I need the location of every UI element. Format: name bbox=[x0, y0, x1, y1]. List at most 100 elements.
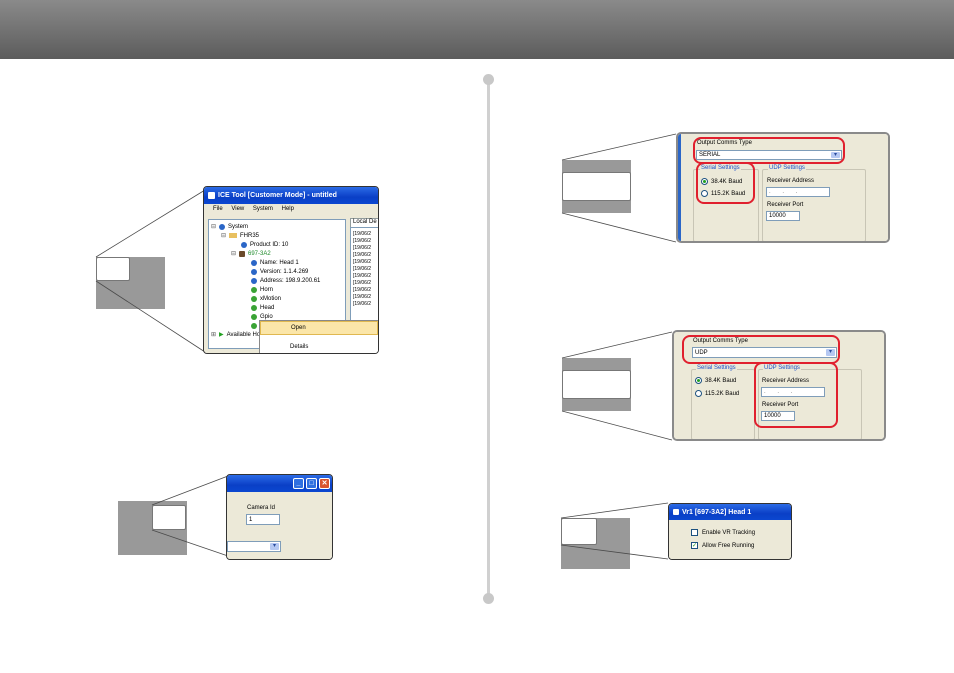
callout-label-box bbox=[561, 518, 597, 545]
log-line: [19/06/2 bbox=[353, 294, 372, 300]
output-comms-label: Output Comms Type bbox=[693, 338, 748, 344]
ice-tool-body: ⊟System ⊟FHR35 Product ID: 10 ⊟697-3A2 N… bbox=[204, 215, 378, 353]
collapse-icon: ⊟ bbox=[221, 233, 227, 239]
receiver-address-label: Receiver Address bbox=[767, 178, 815, 184]
globe-icon bbox=[219, 223, 225, 230]
udp-settings-group bbox=[762, 169, 866, 241]
camera-select[interactable]: ▾ bbox=[227, 541, 281, 552]
receiver-port-input[interactable]: 10000 bbox=[766, 211, 800, 221]
tree-item-name[interactable]: Name: Head 1 bbox=[251, 258, 299, 267]
enable-vr-checkbox[interactable] bbox=[691, 529, 698, 536]
log-line: [19/06/2 bbox=[353, 231, 372, 237]
allow-free-label: Allow Free Running bbox=[702, 543, 755, 549]
log-line: [19/06/2 bbox=[353, 273, 372, 279]
tree-item-address[interactable]: Address: 198.9.200.61 bbox=[251, 276, 320, 285]
baud-38-radio[interactable] bbox=[695, 377, 702, 384]
maximize-icon[interactable]: □ bbox=[306, 478, 317, 489]
output-comms-label: Output Comms Type bbox=[697, 140, 752, 146]
callout-label-box bbox=[96, 257, 130, 281]
app-icon bbox=[208, 192, 215, 199]
tree-item-product-id[interactable]: Product ID: 10 bbox=[241, 240, 288, 249]
menu-bar: File View System Help bbox=[204, 204, 378, 215]
app-icon bbox=[673, 509, 679, 515]
panel-edge bbox=[678, 134, 681, 241]
camera-dialog-body: Camera Id 1 ▾ bbox=[227, 492, 332, 559]
menu-view[interactable]: View bbox=[231, 206, 245, 212]
log-line: [19/06/2 bbox=[353, 266, 372, 272]
ice-tool-titlebar: ICE Tool [Customer Mode] - untitled bbox=[204, 187, 378, 204]
baud-115-radio[interactable] bbox=[695, 390, 702, 397]
tree-item-headitem[interactable]: Head bbox=[251, 303, 274, 312]
module-icon bbox=[251, 304, 257, 311]
udp-settings-group bbox=[758, 369, 862, 439]
chevron-down-icon[interactable]: ▾ bbox=[831, 152, 840, 158]
menu-help[interactable]: Help bbox=[281, 206, 294, 212]
context-menu-details[interactable]: Details bbox=[290, 344, 309, 350]
log-line: [19/06/2 bbox=[353, 301, 372, 307]
baud-38-label: 38.4K Baud bbox=[711, 179, 743, 185]
camera-id-input[interactable]: 1 bbox=[246, 514, 280, 525]
header-band bbox=[0, 0, 954, 59]
camera-icon bbox=[239, 250, 245, 257]
minimize-icon[interactable]: _ bbox=[293, 478, 304, 489]
camera-dialog: _ □ ✕ Camera Id 1 ▾ bbox=[226, 474, 333, 560]
ice-tool-title: ICE Tool [Customer Mode] - untitled bbox=[218, 192, 337, 199]
udp-panel-face: Output Comms Type UDP ▾ Serial Settings … bbox=[674, 332, 884, 439]
receiver-port-label: Receiver Port bbox=[767, 202, 804, 208]
chevron-down-icon[interactable]: ▾ bbox=[826, 349, 835, 356]
receiver-port-input[interactable]: 10000 bbox=[761, 411, 795, 421]
menu-file[interactable]: File bbox=[213, 206, 223, 212]
log-pane: [19/06/2 [19/06/2 [19/06/2 [19/06/2 [19/… bbox=[350, 227, 378, 327]
log-line: [19/06/2 bbox=[353, 287, 372, 293]
vr-dialog-titlebar: Vr1 [697-3A2] Head 1 bbox=[669, 504, 791, 520]
info-icon bbox=[251, 277, 257, 284]
divider-bottom-dot bbox=[483, 593, 494, 604]
module-icon bbox=[251, 295, 257, 302]
tree-item-system[interactable]: ⊟System bbox=[211, 223, 249, 230]
folder-icon bbox=[229, 233, 237, 238]
log-line: [19/06/2 bbox=[353, 252, 372, 258]
tree-item-gpio[interactable]: Gpio bbox=[251, 312, 273, 321]
vr-dialog-title: Vr1 [697-3A2] Head 1 bbox=[682, 508, 752, 516]
callout-label-box bbox=[562, 172, 631, 201]
serial-settings-caption: Serial Settings bbox=[700, 165, 741, 171]
tree-item-xmotion[interactable]: xMotion bbox=[251, 294, 281, 303]
receiver-address-input[interactable]: . . . bbox=[766, 187, 830, 197]
divider-top-dot bbox=[483, 74, 494, 85]
tree-item-horn[interactable]: Horn bbox=[251, 285, 273, 294]
baud-38-radio[interactable] bbox=[701, 178, 708, 185]
output-comms-select[interactable]: SERIAL ▾ bbox=[696, 150, 842, 160]
tree-item-fhr[interactable]: ⊟FHR35 bbox=[221, 232, 260, 240]
module-icon bbox=[251, 286, 257, 293]
log-tab[interactable]: Local De bbox=[350, 218, 378, 227]
output-comms-highlight bbox=[693, 137, 845, 164]
tree-item-head[interactable]: ⊟697-3A2 bbox=[231, 250, 271, 257]
camera-dialog-titlebar: _ □ ✕ bbox=[227, 475, 332, 492]
callout-label-box bbox=[562, 370, 631, 399]
receiver-port-label: Receiver Port bbox=[762, 402, 799, 408]
chevron-down-icon[interactable]: ▾ bbox=[270, 543, 279, 550]
context-menu: Open Details bbox=[259, 320, 378, 353]
log-line: [19/06/2 bbox=[353, 280, 372, 286]
info-icon bbox=[251, 259, 257, 266]
output-comms-select[interactable]: UDP ▾ bbox=[692, 347, 837, 358]
close-icon[interactable]: ✕ bbox=[319, 478, 330, 489]
log-line: [19/06/2 bbox=[353, 238, 372, 244]
serial-panel-face: Output Comms Type SERIAL ▾ Serial Settin… bbox=[678, 134, 888, 241]
info-icon bbox=[251, 268, 257, 275]
menu-system[interactable]: System bbox=[252, 206, 273, 212]
log-line: [19/06/2 bbox=[353, 259, 372, 265]
receiver-address-input[interactable]: . . . bbox=[761, 387, 825, 397]
baud-38-label: 38.4K Baud bbox=[705, 378, 737, 384]
context-menu-open[interactable]: Open bbox=[260, 321, 378, 335]
arrow-right-icon: ▶ bbox=[219, 332, 224, 338]
tree-item-version[interactable]: Version: 1.1.4.269 bbox=[251, 267, 308, 276]
allow-free-checkbox[interactable]: ✓ bbox=[691, 542, 698, 549]
module-icon bbox=[251, 322, 257, 329]
collapse-icon: ⊟ bbox=[231, 251, 237, 257]
vr-dialog: Vr1 [697-3A2] Head 1 Enable VR Tracking … bbox=[668, 503, 792, 560]
enable-vr-label: Enable VR Tracking bbox=[702, 530, 756, 536]
tree-item-available-hosts[interactable]: ⊞▶Available Hosts bbox=[211, 331, 268, 339]
baud-115-radio[interactable] bbox=[701, 190, 708, 197]
log-line: [19/06/2 bbox=[353, 245, 372, 251]
